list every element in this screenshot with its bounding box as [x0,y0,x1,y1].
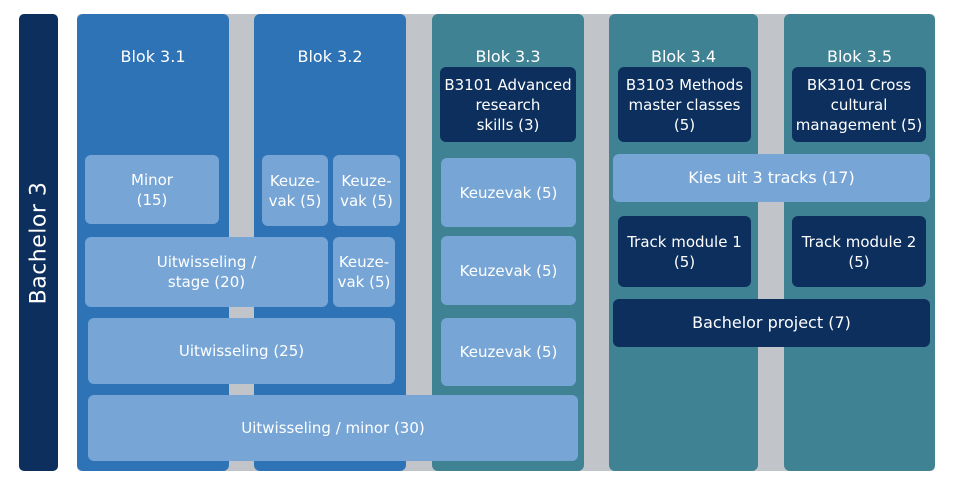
module-credits: master classes (5) [628,95,741,134]
module-uitwisseling-25: Uitwisseling (25) [88,318,395,384]
module-label: Track module 2 [801,232,917,251]
module-label: Uitwisseling / [156,253,257,271]
column-title: Blok 3.4 [650,47,716,66]
module-label: BK3101 Cross [806,75,912,94]
module-label: Keuze- [341,171,392,190]
module-label: Track module 1 [627,232,742,251]
module-label: Keuzevak (5) [459,183,558,202]
module-label: research [475,95,541,114]
module-keuzevak-3-2-b: Keuze-vak (5) [333,155,400,226]
module-label: Uitwisseling / minor (30) [241,419,425,437]
module-credits: vak (5) [337,273,391,291]
module-credits: management (5) [795,115,923,134]
module-keuzevak-3-2-a: Keuze-vak (5) [262,155,328,226]
sidebar-title: Bachelor 3 [26,181,51,304]
module-credits: (5) [848,252,870,271]
module-label: cultural [830,95,888,114]
module-tracks: Kies uit 3 tracks (17) [613,154,930,202]
module-keuzevak-3-3-a: Keuzevak (5) [441,158,576,227]
module-keuzevak-3-3-b: Keuzevak (5) [441,236,576,305]
module-credits: skills (3) [476,115,540,134]
module-label: Keuze- [338,253,390,271]
module-label: B3101 Advanced [444,75,572,94]
module-credits: vak (5) [340,191,393,210]
module-keuzevak-3-3-c: Keuzevak (5) [441,318,576,386]
column-title: Blok 3.5 [826,47,892,66]
module-label: Keuze- [269,171,321,190]
module-keuzevak-3-2-c: Keuze-vak (5) [333,237,395,307]
module-credits: (15) [136,190,168,209]
module-minor: Minor(15) [85,155,219,224]
module-uitwisseling-stage: Uitwisseling / stage (20) [85,237,328,307]
column-title: Blok 3.3 [475,47,541,66]
module-credits: vak (5) [268,191,322,210]
module-bachelor-project: Bachelor project (7) [613,299,930,347]
module-label: Keuzevak (5) [459,343,558,361]
module-label: Keuzevak (5) [459,261,558,280]
module-credits: (5) [673,252,696,271]
module-label: B3103 Methods [625,75,744,94]
module-credits: stage (20) [167,273,246,291]
module-uitwisseling-minor: Uitwisseling / minor (30) [88,395,578,461]
module-label: Minor [131,170,173,189]
module-label: Bachelor project (7) [692,313,851,332]
column-title: Blok 3.1 [120,47,186,66]
module-label: Uitwisseling (25) [178,342,305,360]
column-title: Blok 3.2 [297,47,363,66]
module-label: Kies uit 3 tracks (17) [688,168,855,187]
sidebar-year-label: Bachelor 3 [19,14,58,471]
module-track-2: Track module 2(5) [792,216,926,287]
module-track-1: Track module 1(5) [618,216,751,287]
